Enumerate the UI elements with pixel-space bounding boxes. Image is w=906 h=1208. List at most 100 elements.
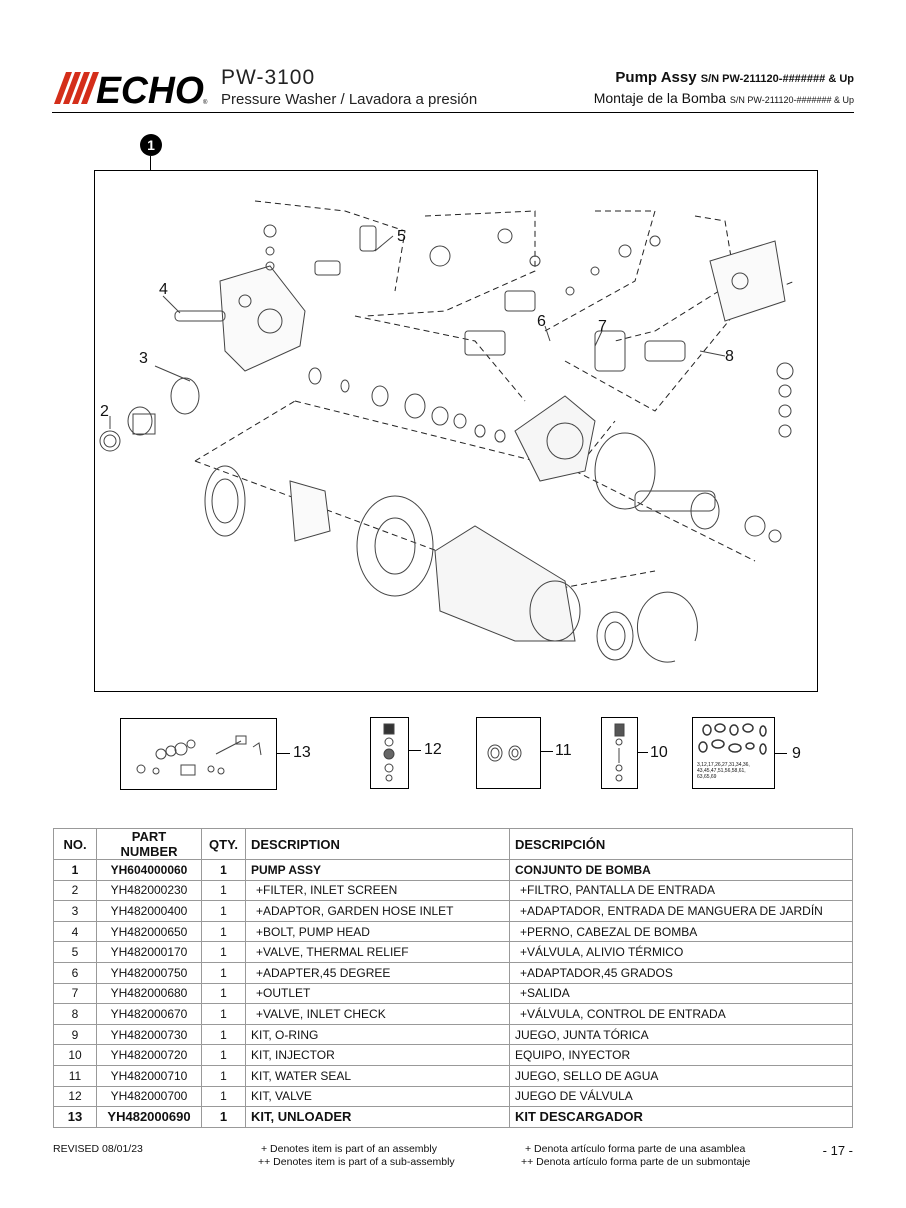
cell-no: 4 [53, 920, 97, 943]
table-row: 6 YH482000750 1 +ADAPTER,45 DEGREE +ADAP… [53, 961, 853, 984]
cell-description: KIT, UNLOADER [245, 1106, 510, 1128]
cell-part-number: YH482000710 [96, 1064, 202, 1087]
section-title-text: Pump Assy [615, 69, 697, 86]
kit-water-seal-drawing [487, 744, 522, 762]
cell-no: 5 [53, 941, 97, 963]
cell-no: 6 [53, 961, 97, 984]
cell-qty: 1 [201, 859, 246, 881]
assembly-marker: 1 [140, 134, 162, 156]
cell-descripcion: JUEGO, SELLO DE AGUA [509, 1064, 853, 1087]
callout-7: 7 [598, 318, 607, 335]
kit-13-leader [277, 753, 290, 754]
cell-description: +FILTER, INLET SCREEN [245, 879, 510, 902]
kit-unloader-drawing [136, 735, 262, 776]
section-title: Pump Assy S/N PW-211120-####### & Up [615, 69, 854, 86]
cell-part-number: YH482000750 [96, 961, 202, 984]
cell-part-number: YH482000680 [96, 982, 202, 1005]
kit-water-seal-box [476, 717, 541, 789]
callout-6: 6 [537, 313, 546, 330]
cell-qty: 1 [201, 1085, 246, 1108]
kit-11-number: 11 [555, 742, 572, 759]
cell-descripcion: +VÁLVULA, ALIVIO TÉRMICO [509, 941, 853, 963]
note-subassembly-en: ++ Denotes item is part of a sub-assembl… [258, 1156, 455, 1168]
note-subassembly-es: ++ Denota artículo forma parte de un sub… [521, 1156, 751, 1168]
cell-no: 10 [53, 1044, 97, 1066]
cell-part-number: YH482000650 [96, 920, 202, 943]
cell-part-number: YH482000230 [96, 879, 202, 902]
echo-logo: ECHO ® [54, 70, 208, 106]
note-assembly-es: + Denota artículo forma parte de una asa… [525, 1143, 746, 1155]
cell-qty: 1 [201, 1023, 246, 1046]
header-part-number: PART NUMBER [96, 828, 202, 860]
cell-descripcion: EQUIPO, INYECTOR [509, 1044, 853, 1066]
svg-text:®: ® [203, 99, 208, 106]
cell-qty: 1 [201, 982, 246, 1005]
cell-descripcion: +FILTRO, PANTALLA DE ENTRADA [509, 879, 853, 902]
kit-10-number: 10 [650, 744, 668, 761]
section-serial: S/N PW-211120-####### & Up [700, 73, 854, 85]
cell-description: KIT, VALVE [245, 1085, 510, 1108]
cell-no: 13 [53, 1106, 97, 1128]
cell-qty: 1 [201, 1106, 246, 1128]
page-number: - 17 - [822, 1143, 853, 1158]
callout-5: 5 [397, 228, 406, 245]
cell-descripcion: +ADAPTADOR, ENTRADA DE MANGUERA DE JARDÍ… [509, 900, 853, 922]
header-qty: QTY. [201, 828, 246, 860]
header-divider [52, 112, 854, 113]
kit-injector-box [601, 717, 638, 789]
cell-descripcion: +VÁLVULA, CONTROL DE ENTRADA [509, 1003, 853, 1025]
cell-no: 9 [53, 1023, 97, 1046]
kit-valve-drawing [383, 723, 395, 782]
table-row: 12 YH482000700 1 KIT, VALVE JUEGO DE VÁL… [53, 1085, 853, 1108]
callout-8: 8 [725, 348, 734, 365]
kit-valve-box [370, 717, 409, 789]
table-row: 9 YH482000730 1 KIT, O-RING JUEGO, JUNTA… [53, 1023, 853, 1046]
cell-part-number: YH482000720 [96, 1044, 202, 1066]
product-subtitle: Pressure Washer / Lavadora a presión [221, 91, 478, 108]
cell-descripcion: CONJUNTO DE BOMBA [509, 859, 853, 881]
cell-part-number: YH604000060 [96, 859, 202, 881]
cell-part-number: YH482000730 [96, 1023, 202, 1046]
section-title-es-text: Montaje de la Bomba [593, 90, 727, 106]
callout-4: 4 [159, 281, 168, 298]
cell-qty: 1 [201, 941, 246, 963]
table-row: 10 YH482000720 1 KIT, INJECTOR EQUIPO, I… [53, 1044, 853, 1066]
table-row: 11 YH482000710 1 KIT, WATER SEAL JUEGO, … [53, 1064, 853, 1087]
cell-description: +ADAPTER,45 DEGREE [245, 961, 510, 984]
parts-table: NO. PART NUMBER QTY. DESCRIPTION DESCRIP… [53, 828, 853, 1128]
cell-descripcion: +ADAPTADOR,45 GRADOS [509, 961, 853, 984]
cell-qty: 1 [201, 961, 246, 984]
logo-wordmark: ECHO [96, 70, 204, 106]
kit-12-number: 12 [424, 741, 442, 758]
table-row: 13 YH482000690 1 KIT, UNLOADER KIT DESCA… [53, 1106, 853, 1128]
header-no: NO. [53, 828, 97, 860]
cell-qty: 1 [201, 1044, 246, 1066]
cell-part-number: YH482000690 [96, 1106, 202, 1128]
callout-2: 2 [100, 403, 109, 420]
cell-no: 1 [53, 859, 97, 881]
kit-o-ring-drawing [698, 723, 767, 755]
cell-descripcion: JUEGO DE VÁLVULA [509, 1085, 853, 1108]
table-row: 3 YH482000400 1 +ADAPTOR, GARDEN HOSE IN… [53, 900, 853, 922]
kit-9-leader [775, 753, 787, 754]
cell-qty: 1 [201, 1003, 246, 1025]
cell-descripcion: +PERNO, CABEZAL DE BOMBA [509, 920, 853, 943]
note-assembly-en: + Denotes item is part of an assembly [261, 1143, 437, 1155]
kit-12-leader [409, 750, 421, 751]
table-row: 1 YH604000060 1 PUMP ASSY CONJUNTO DE BO… [53, 859, 853, 881]
cell-description: +BOLT, PUMP HEAD [245, 920, 510, 943]
callout-3: 3 [139, 350, 148, 367]
cell-description: +VALVE, INLET CHECK [245, 1003, 510, 1025]
table-row: 4 YH482000650 1 +BOLT, PUMP HEAD +PERNO,… [53, 920, 853, 943]
cell-qty: 1 [201, 1064, 246, 1087]
section-serial-es: S/N PW-211120-####### & Up [729, 95, 854, 105]
table-row: 7 YH482000680 1 +OUTLET +SALIDA [53, 982, 853, 1005]
table-row: 8 YH482000670 1 +VALVE, INLET CHECK +VÁL… [53, 1003, 853, 1025]
header-description: DESCRIPTION [245, 828, 510, 860]
cell-qty: 1 [201, 900, 246, 922]
cell-part-number: YH482000170 [96, 941, 202, 963]
model-name: PW-3100 [221, 66, 316, 89]
cell-no: 7 [53, 982, 97, 1005]
table-row: 5 YH482000170 1 +VALVE, THERMAL RELIEF +… [53, 941, 853, 963]
cell-descripcion: +SALIDA [509, 982, 853, 1005]
